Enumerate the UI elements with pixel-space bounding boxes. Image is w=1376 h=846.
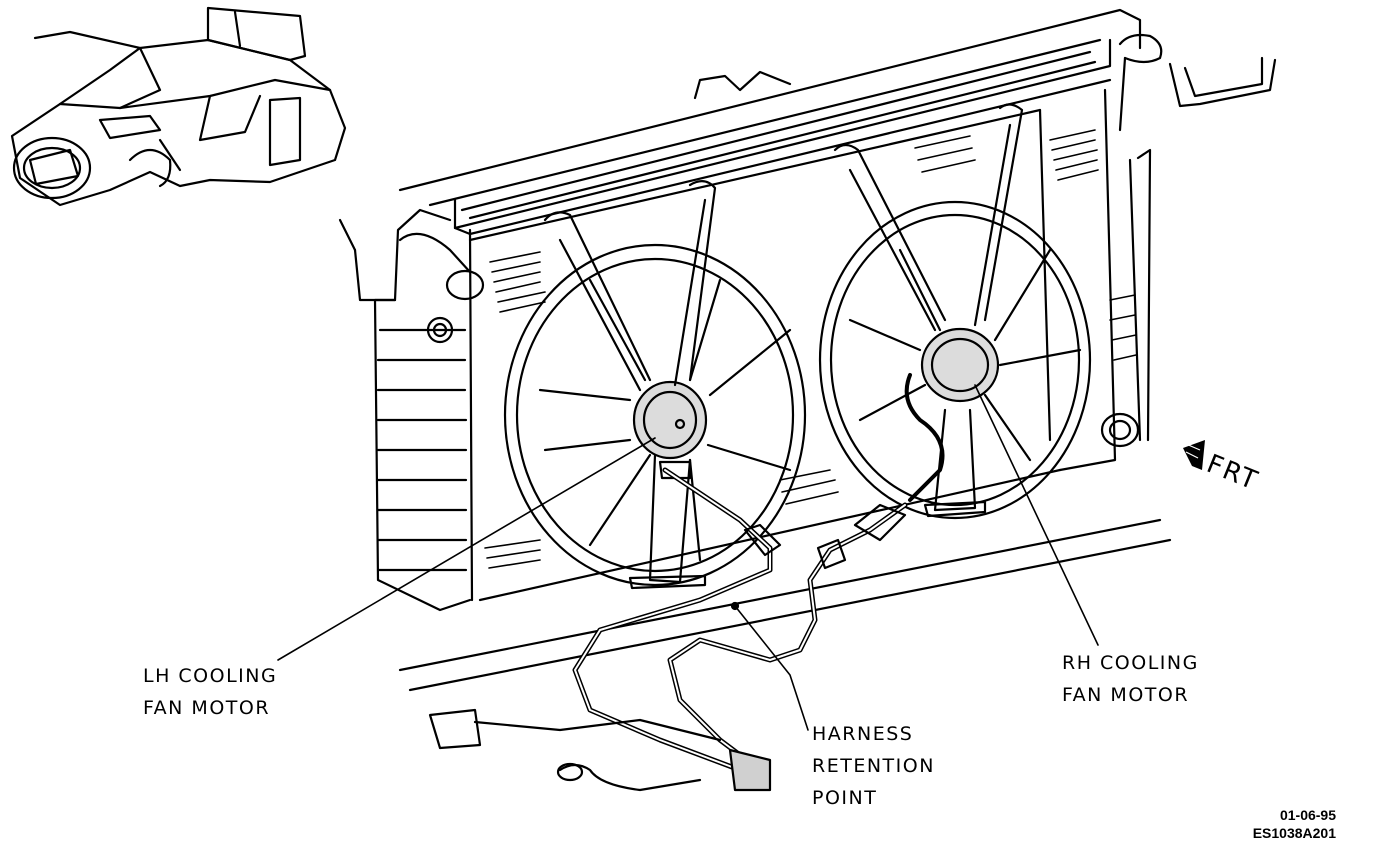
lh-fan-motor-label-line2: FAN MOTOR xyxy=(143,697,271,719)
harness-retention-label-line1: HARNESS xyxy=(812,723,914,745)
lh-fan-motor-label-line1: LH COOLING xyxy=(143,665,278,687)
figure-date: 01-06-95 xyxy=(1279,807,1336,823)
figure-code: 01-06-95 ES1038A201 xyxy=(1253,806,1336,842)
figure-id: ES1038A201 xyxy=(1252,825,1336,841)
lh-fan-motor-label: LH COOLING FAN MOTOR xyxy=(143,660,277,724)
front-direction-arrow-icon xyxy=(1183,440,1205,470)
rh-fan-motor-label: RH COOLING FAN MOTOR xyxy=(1062,647,1199,711)
harness-retention-label: HARNESS RETENTION POINT xyxy=(812,718,935,814)
rh-fan-motor-label-line1: RH COOLING xyxy=(1062,652,1199,674)
harness-retention-label-line2: RETENTION xyxy=(812,755,935,777)
vehicle-locator-icon xyxy=(10,6,347,207)
harness-retention-label-line3: POINT xyxy=(812,787,878,809)
rh-fan-motor-label-line2: FAN MOTOR xyxy=(1062,684,1190,706)
